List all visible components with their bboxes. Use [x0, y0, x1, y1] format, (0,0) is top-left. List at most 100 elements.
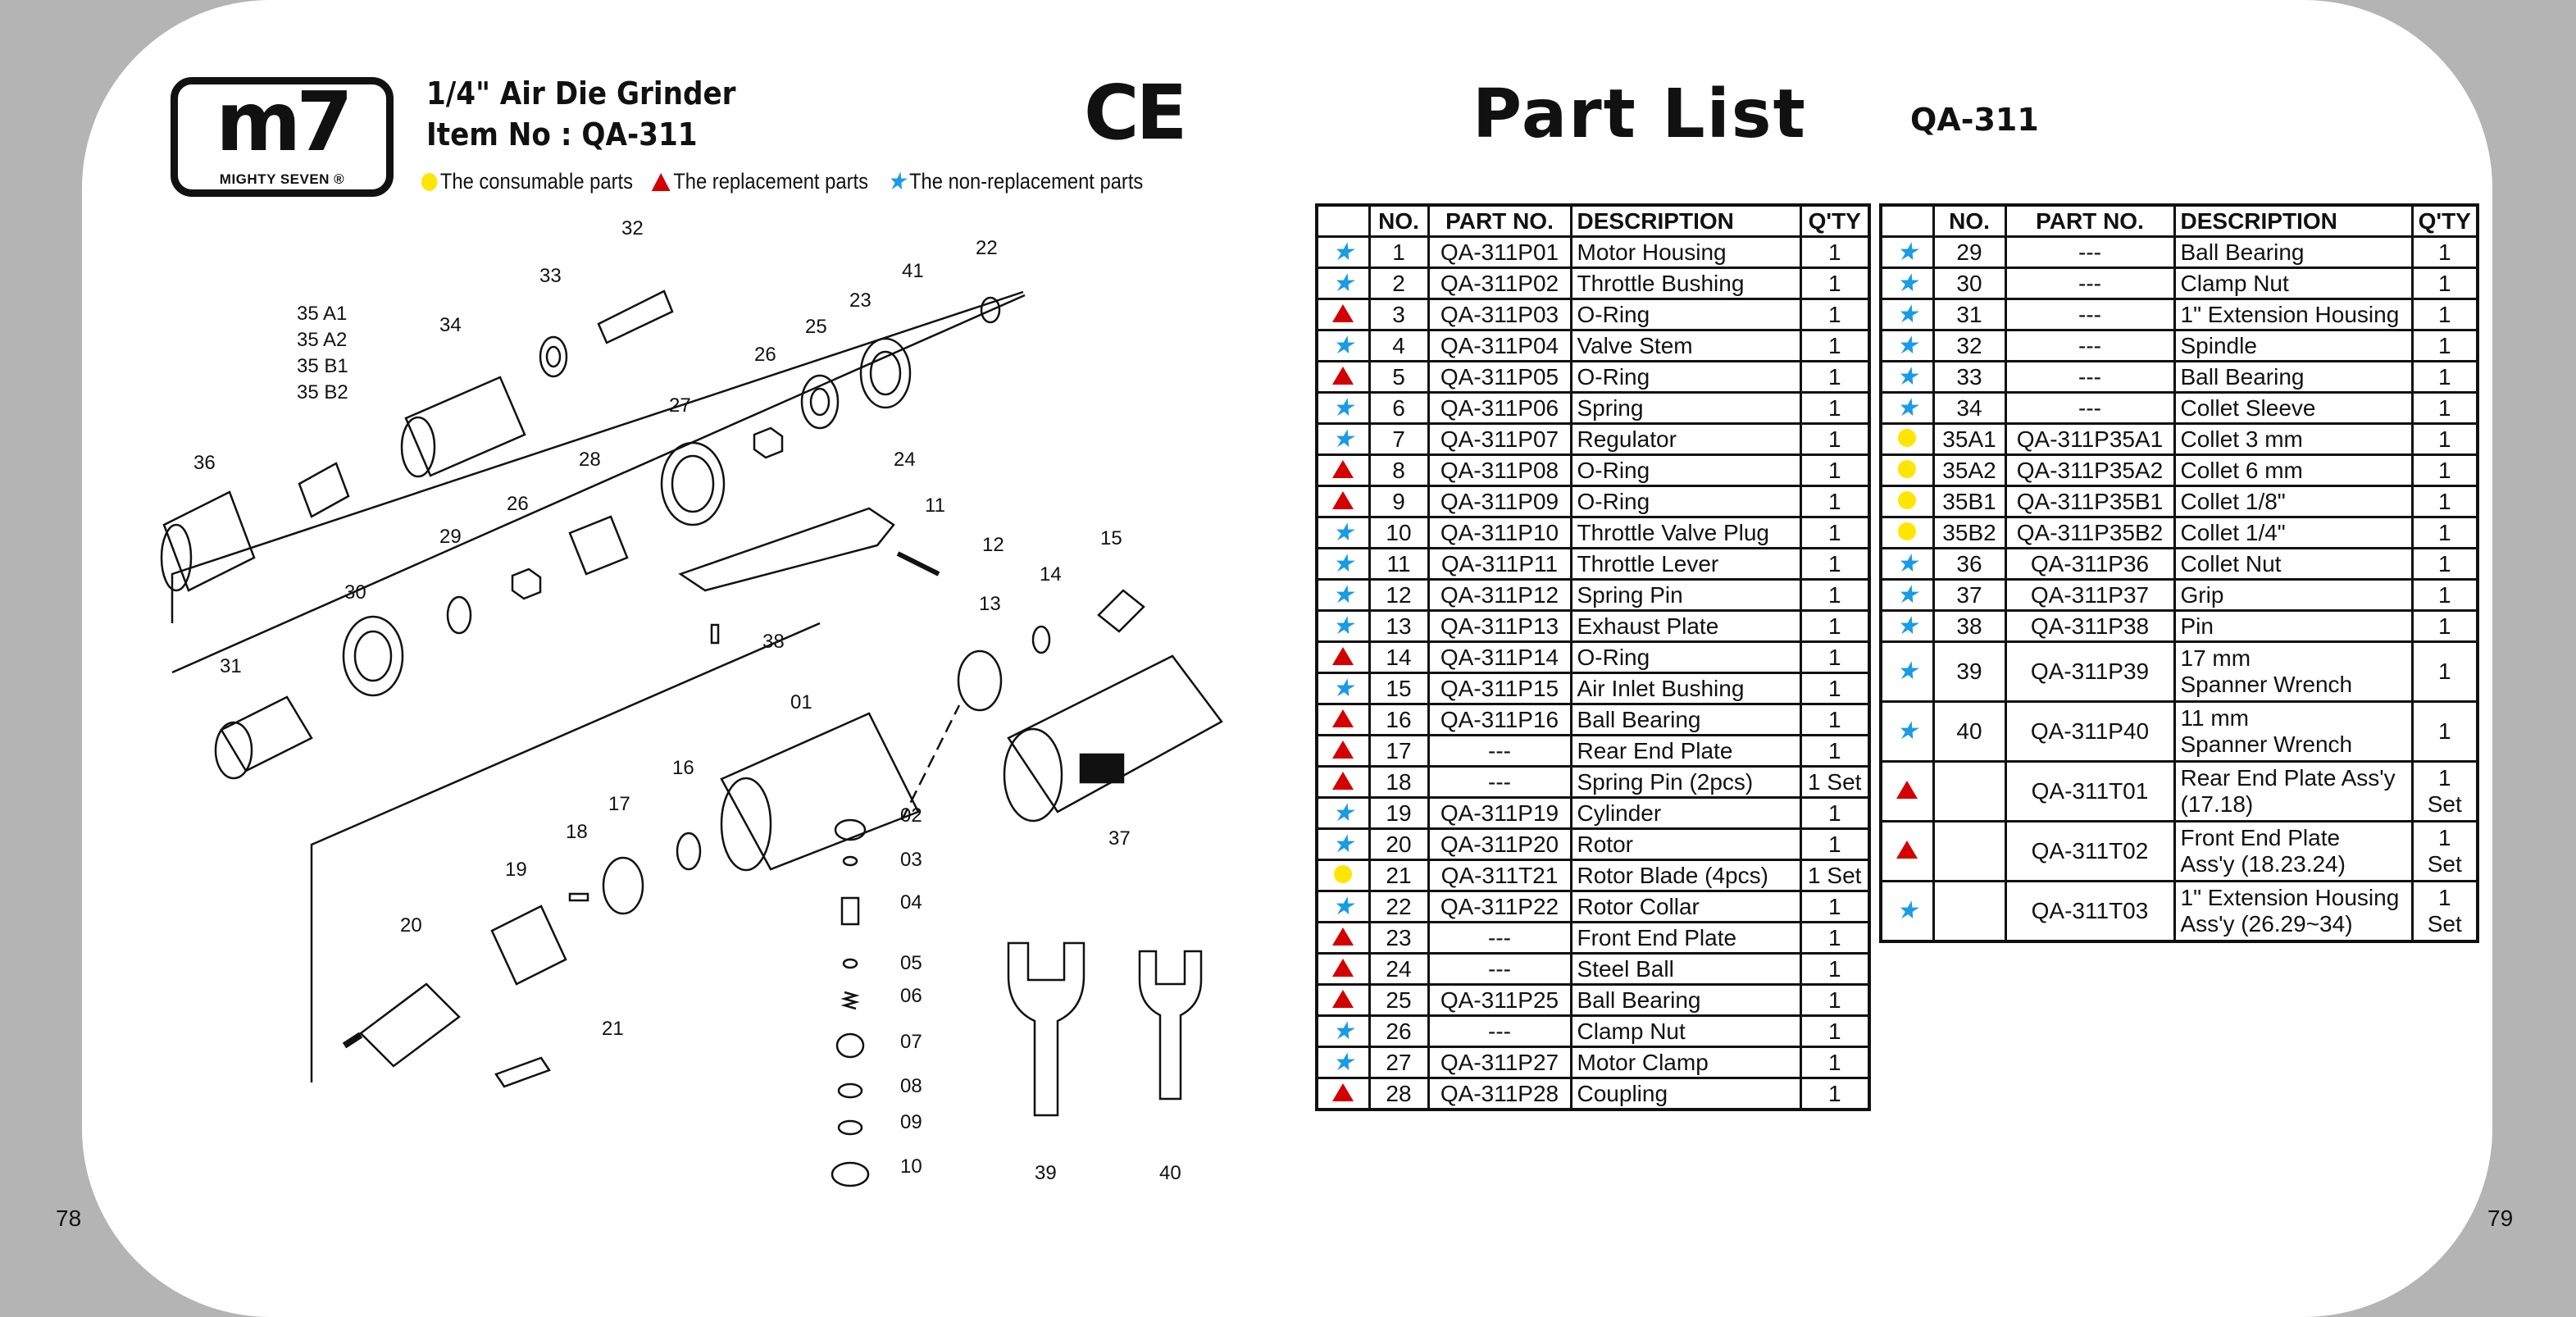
ce-mark: CE: [1084, 69, 1187, 157]
part-number-cell: QA-311P15: [1427, 672, 1572, 705]
symbol-cell: ★: [1879, 880, 1935, 943]
bearing-bore: [545, 345, 562, 368]
grip-logo: [1079, 753, 1125, 784]
rotor-part: [359, 982, 461, 1068]
part-number-index: 35A1: [1932, 422, 2007, 456]
callout-label: 06: [900, 985, 922, 1007]
part-number-cell: QA-311P10: [1427, 516, 1572, 549]
quantity-cell: 1: [1799, 983, 1871, 1017]
symbol-cell: [1315, 1077, 1371, 1111]
part-number-index: 1: [1368, 235, 1430, 269]
symbol-cell: [1315, 765, 1371, 799]
description-cell: Spring Pin (2pcs): [1569, 765, 1802, 799]
quantity-cell: 1: [2410, 298, 2479, 331]
part-number-cell: QA-311P27: [1427, 1046, 1572, 1079]
callout-label: 25: [805, 316, 827, 338]
quantity-cell: 1: [1799, 827, 1871, 861]
o-ring-8-part: [837, 1082, 863, 1099]
collet-nut-face: [160, 523, 193, 592]
quantity-cell: 1: [1799, 921, 1871, 955]
callout-label: 17: [608, 793, 630, 815]
part-number-index: 16: [1368, 703, 1430, 736]
part-number-cell: QA-311P35A1: [2004, 422, 2176, 456]
part-number-cell: QA-311P40: [2004, 700, 2176, 763]
symbol-cell: [1315, 485, 1371, 518]
logo-brand: MIGHTY SEVEN ®: [219, 171, 345, 187]
cylinder-part: [490, 905, 567, 986]
part-number-index: 39: [1932, 640, 2007, 703]
part-number-index: 30: [1932, 267, 2007, 300]
boundary-line: [171, 290, 1024, 623]
quantity-cell: 1 Set: [1799, 859, 1871, 892]
description-cell: Grip: [2173, 578, 2414, 612]
part-number-cell: QA-311P22: [1427, 890, 1572, 923]
quantity-cell: 1: [1799, 609, 1871, 643]
star-icon: ★: [1331, 674, 1354, 702]
col-qty: Q'TY: [2410, 203, 2479, 238]
part-number-index: 33: [1932, 360, 2007, 394]
quantity-cell: 1: [1799, 267, 1871, 300]
star-icon: ★: [1896, 718, 1918, 745]
quantity-cell: 1: [2410, 329, 2479, 362]
legend-non-replacement: ★The non-replacement parts: [887, 169, 1143, 194]
star-icon: ★: [1331, 394, 1354, 422]
description-cell: Ball Bearing: [1569, 983, 1802, 1017]
callout-label: 27: [669, 394, 691, 417]
callout-label: 36: [193, 452, 216, 474]
part-number-cell: ---: [2004, 235, 2176, 269]
callout-label: 38: [762, 631, 785, 653]
star-icon: ★: [1896, 331, 1918, 359]
description-cell: O-Ring: [1569, 360, 1802, 394]
quantity-cell: 1: [2410, 640, 2479, 703]
part-number-index: 12: [1368, 578, 1430, 612]
callout-label: 04: [900, 891, 922, 914]
callout-label: 18: [566, 821, 588, 843]
description-cell: Motor Housing: [1569, 235, 1802, 269]
part-number-cell: QA-311T03: [2004, 880, 2176, 943]
triangle-icon: [1332, 366, 1354, 385]
part-number-cell: QA-311P09: [1427, 485, 1572, 518]
description-cell: Ball Bearing: [2173, 235, 2414, 269]
callout-label: 12: [982, 534, 1004, 556]
symbol-cell: [1315, 921, 1371, 955]
callout-label: 22: [976, 237, 998, 259]
description-cell: Air Inlet Bushing: [1569, 672, 1802, 705]
part-number-cell: ---: [1427, 921, 1572, 955]
symbol-cell: ★: [1879, 609, 1935, 643]
motor-housing-part: [720, 712, 920, 871]
part-number-index: 35B1: [1932, 485, 2007, 518]
collet-part: [298, 462, 350, 518]
quantity-cell: 1: [2410, 391, 2479, 425]
quantity-cell: 1: [1799, 422, 1871, 456]
triangle-icon: [1332, 490, 1354, 509]
callout-label: 35 A2: [297, 329, 347, 351]
o-ring-9-part: [837, 1119, 863, 1136]
description-cell: Throttle Lever: [1569, 547, 1802, 581]
symbol-cell: [1315, 859, 1371, 892]
boundary-line: [171, 294, 1026, 674]
part-number-index: 17: [1368, 734, 1430, 768]
part-number-cell: QA-311P03: [1427, 298, 1572, 331]
callout-label: 21: [602, 1018, 624, 1040]
callout-label: 31: [220, 655, 242, 677]
part-number-index: 10: [1368, 516, 1430, 549]
symbol-cell: ★: [1879, 391, 1935, 425]
star-icon: ★: [1896, 549, 1918, 577]
symbol-cell: ★: [1315, 391, 1371, 425]
description-cell: Throttle Valve Plug: [1569, 516, 1802, 549]
part-number-index: 29: [1932, 235, 2007, 269]
description-cell: Valve Stem: [1569, 329, 1802, 362]
quantity-cell: 1: [1799, 1014, 1871, 1048]
description-cell: Spindle: [2173, 329, 2414, 362]
symbol-cell: ★: [1315, 547, 1371, 581]
symbol-cell: [1879, 820, 1935, 882]
valve-stem-part: [840, 896, 860, 926]
symbol-cell: ★: [1315, 609, 1371, 643]
star-icon: ★: [1331, 425, 1354, 453]
part-number-cell: QA-311P35B2: [2004, 516, 2176, 549]
